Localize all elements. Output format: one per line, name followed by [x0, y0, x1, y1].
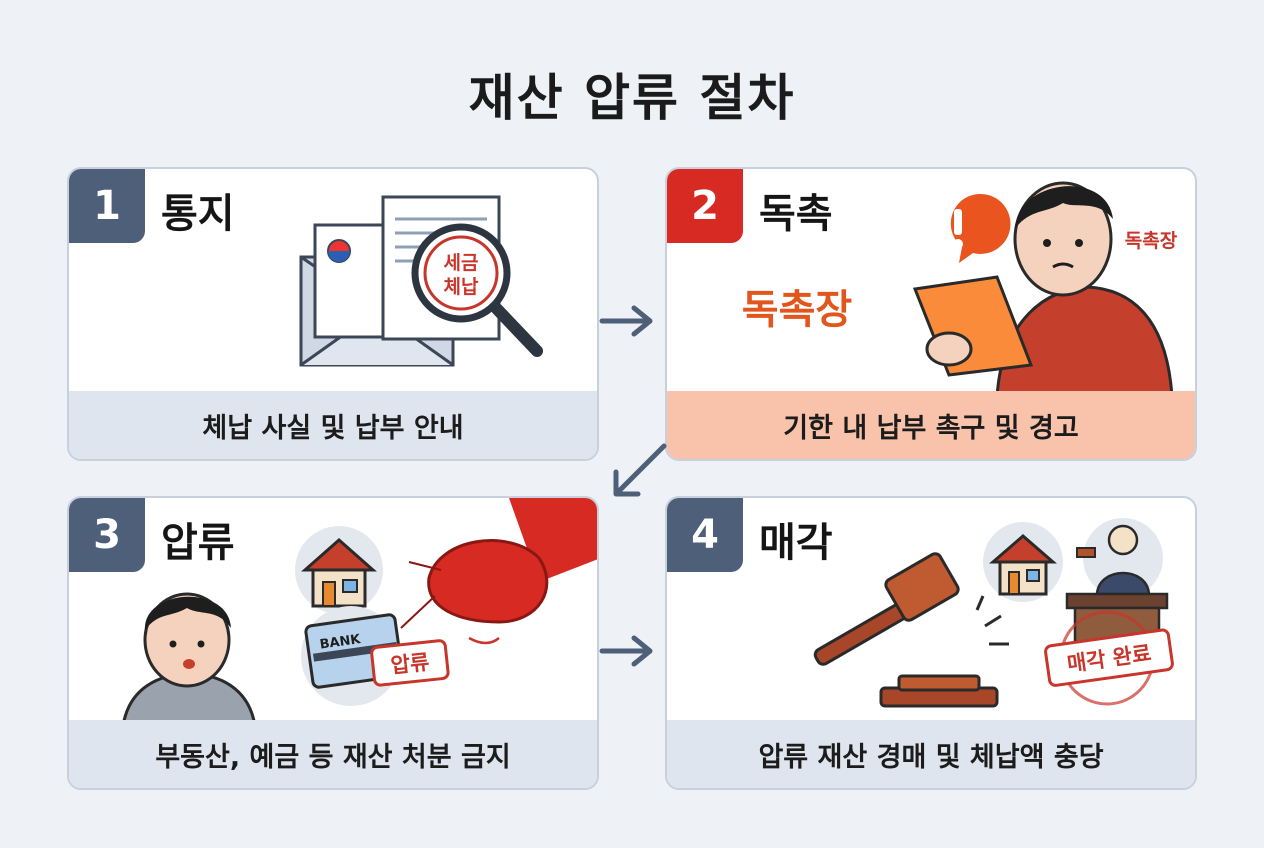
step-number-badge: 2 [667, 169, 743, 243]
alert-icon [950, 193, 1011, 263]
notice-label-small: 독촉장 [1125, 230, 1178, 252]
step-number-badge: 1 [69, 169, 145, 243]
step-title: 매각 [759, 520, 833, 566]
person-icon [121, 592, 257, 726]
seal-text-1: 세금 [444, 252, 479, 274]
fist-icon [400, 498, 597, 645]
seizure-illustration: BANK 압류 [121, 498, 597, 726]
step-description: 체납 사실 및 납부 안내 [69, 391, 597, 459]
notice-illustration: 세금 체납 [299, 195, 543, 367]
gavel-icon [813, 552, 1009, 708]
page-title: 재산 압류 절차 [468, 69, 796, 127]
step-description: 기한 내 납부 촉구 및 경고 [667, 391, 1195, 459]
step-number-badge: 4 [667, 498, 743, 572]
auction-illustration: 매각 완료 [813, 518, 1174, 708]
arrow-right-icon [599, 635, 653, 667]
arrow-down-left-icon [613, 443, 667, 497]
seizure-stamp: 압류 [370, 639, 450, 687]
person-icon [995, 181, 1174, 397]
arrow-right-icon [599, 305, 653, 337]
notice-label: 독촉장 [742, 287, 853, 333]
sold-stamp: 매각 완료 [1044, 610, 1174, 706]
house-icon [983, 522, 1063, 602]
step-title: 압류 [161, 520, 235, 566]
step-card-3: 3 압류 BANK [67, 496, 599, 790]
step-card-4: 4 매각 매각 완료 [665, 496, 1197, 790]
step-description: 압류 재산 경매 및 체납액 충당 [667, 720, 1195, 788]
house-icon [295, 526, 383, 614]
document-icon [912, 275, 1034, 377]
step-number-badge: 3 [69, 498, 145, 572]
bank-label: BANK [319, 632, 363, 653]
magnifier-icon: 세금 체납 [411, 223, 543, 357]
stamp-text: 압류 [390, 650, 431, 678]
step-description: 부동산, 예금 등 재산 처분 금지 [69, 720, 597, 788]
reminder-illustration: 독촉장 독촉장 [742, 181, 1178, 397]
step-title: 통지 [161, 191, 235, 237]
step-title: 독촉 [759, 191, 833, 237]
seal-text-2: 체납 [444, 276, 479, 298]
step-card-1: 1 통지 세금 체납 체납 사실 및 납부 안내 [67, 167, 599, 461]
step-card-2: 2 독촉 독촉장 독촉장 기한 내 납부 촉구 및 경고 [665, 167, 1197, 461]
